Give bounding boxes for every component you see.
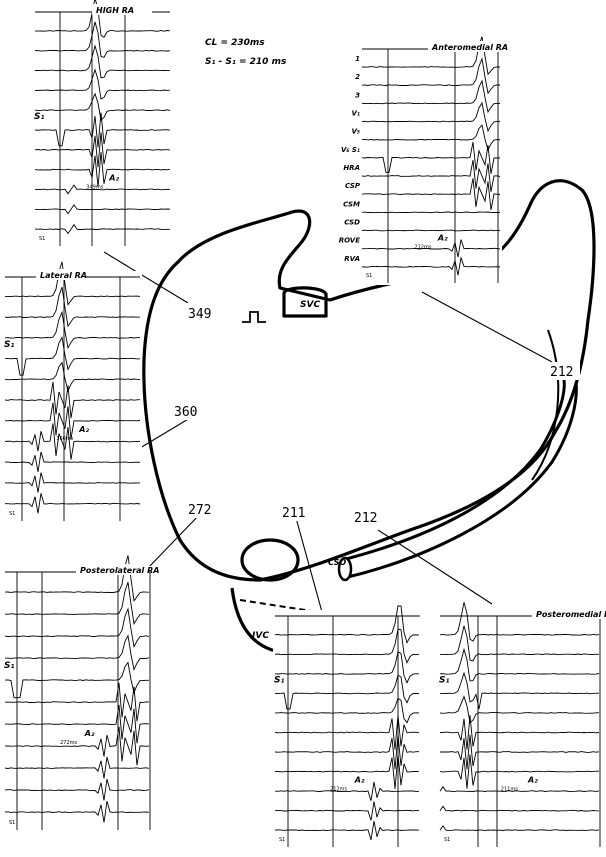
leader-212-bottom	[378, 530, 492, 604]
reference-label: S1	[39, 236, 45, 242]
panel-title: Lateral RA	[40, 271, 87, 280]
panel-title: HIGH RA	[96, 6, 134, 15]
atrial-label: A₂	[354, 775, 365, 784]
channel-label: V₆ S₁	[341, 146, 360, 154]
fossa-ring	[242, 540, 298, 580]
panel-posteromedial-ra: Posteromedial RA S₁ A₂ 211msS1	[438, 602, 606, 849]
value-211: 211	[282, 506, 305, 521]
reference-label: S1	[366, 273, 372, 279]
cso-label: CSO	[328, 558, 346, 567]
panel-title: Posteromedial RA	[536, 610, 606, 619]
panel-background	[3, 271, 142, 523]
atrial-label: A₂	[78, 425, 89, 434]
stimulus-label: S₁	[274, 676, 284, 686]
stimulus-label: S₁	[4, 661, 14, 671]
panel-bottom-middle: S₁ A₂ 212msS1	[273, 606, 422, 849]
stimulus-label: S₁	[34, 112, 44, 122]
channel-label: HRA	[343, 164, 360, 172]
value-272: 272	[188, 503, 211, 518]
panel-anteromedial-ra: Anteromedial RA 1 2 3V₁ V₅ V₆ S₁ HRA CSP CSM CSD R…	[339, 37, 508, 285]
channel-label: ROVE	[339, 237, 361, 245]
panel-title: Posterolateral RA	[80, 566, 159, 575]
reference-label: S1	[9, 511, 15, 517]
leader-212-right	[422, 292, 552, 362]
channel-label: 2	[355, 73, 360, 81]
ivc-label: IVC	[252, 631, 269, 641]
atrial-label: A₂	[437, 234, 448, 243]
interval-label: 349ms	[86, 185, 103, 191]
value-349: 349	[188, 307, 211, 322]
interval-label: 360ms	[56, 436, 73, 442]
channel-label: CSM	[343, 200, 360, 208]
channel-label: CSP	[345, 182, 361, 190]
cycle-length-label: CL = 230ms	[205, 38, 265, 48]
channel-label: V₅	[352, 128, 360, 136]
panel-lateral-ra: Lateral RA S₁ A₂ 360msS1	[3, 262, 142, 523]
interval-label: 272ms	[60, 740, 77, 746]
channel-label: 3	[355, 91, 360, 99]
s1s1-label: S₁ - S₁ = 210 ms	[205, 57, 287, 67]
svc-label: SVC	[300, 300, 320, 310]
channel-label: RVA	[344, 255, 360, 263]
value-212-bottom: 212	[354, 511, 377, 526]
atrial-label: A₂	[527, 775, 538, 784]
interval-label: 211ms	[501, 786, 518, 792]
channel-label: V₁	[352, 110, 360, 118]
panel-posterolateral-ra: Posterolateral RA S₁ A₂ 272msS1	[3, 556, 159, 833]
atrial-label: A₂	[84, 729, 95, 738]
stimulus-label: S₁	[439, 676, 449, 686]
reference-label: S1	[9, 820, 15, 826]
notch-mark	[242, 312, 266, 322]
reference-label: S1	[279, 837, 285, 843]
stimulus-label: S₁	[4, 340, 14, 350]
reference-label: S1	[444, 837, 450, 843]
panel-title: Anteromedial RA	[431, 43, 508, 52]
value-360: 360	[174, 405, 197, 420]
leader-272	[148, 512, 202, 568]
interval-label: 212ms	[330, 786, 347, 792]
channel-label: CSD	[344, 219, 360, 227]
coronary-sinus	[342, 380, 576, 578]
channel-label: 1	[355, 55, 360, 63]
atrial-label: A₂	[108, 174, 119, 183]
interval-label: 212ms	[414, 245, 431, 251]
value-212-right: 212	[550, 365, 573, 380]
panel-background	[3, 566, 152, 832]
